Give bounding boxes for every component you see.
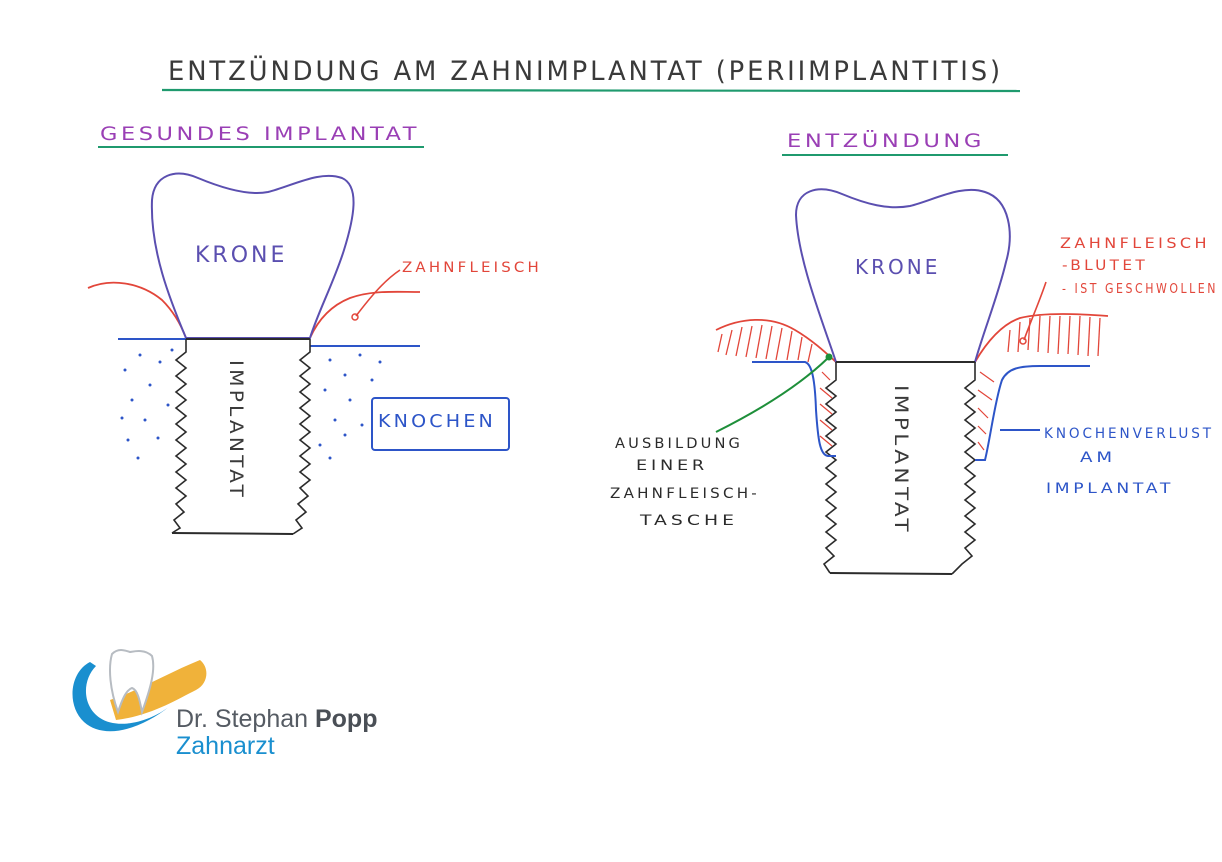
right-gum-note-3: - IST GESCHWOLLEN [1062, 282, 1218, 297]
right-implant-label: IMPLANTAT [890, 385, 912, 535]
right-pocket-note-3: ZAHNFLEISCH- [610, 486, 760, 502]
right-right-gum-outline [974, 313, 1109, 363]
left-bone-label-box [371, 397, 510, 451]
left-implant-right-thread [292, 339, 312, 535]
left-bone-dots [120, 348, 382, 460]
right-implant-left-thread [822, 362, 838, 574]
tooth-swoosh-icon [72, 649, 207, 732]
left-gum-label: ZAHNFLEISCH [402, 260, 542, 276]
right-gum-note-2: -BLUTET [1062, 258, 1148, 274]
right-pocket-hatch [819, 371, 995, 451]
right-pocket-pointer-dot [825, 353, 833, 361]
right-implant-right-thread [951, 362, 977, 575]
right-crown-label: KRONE [855, 255, 940, 279]
right-bone-line-right [975, 365, 1090, 461]
right-pocket-pointer [715, 357, 829, 433]
left-diagram: KRONE IMPLANTAT ZAHNFLEISCH KNOCHEN [87, 172, 542, 535]
right-bone-line-left [752, 361, 836, 457]
right-implant-bottom [829, 572, 953, 575]
logo-doctor-name: Dr. Stephan Popp [176, 705, 377, 733]
right-bone-loss-note-1: KNOCHENVERLUST [1044, 426, 1214, 442]
right-heading: ENTZÜNDUNG [787, 129, 985, 152]
left-gum-pointer [355, 269, 401, 317]
left-bone-line [118, 338, 420, 347]
right-gum-pointer-dot [1019, 337, 1027, 345]
right-bone-loss-note-2: AM [1080, 450, 1116, 466]
practice-logo: Dr. Stephan Popp Zahnarzt [72, 649, 377, 760]
page-title: ENTZÜNDUNG AM ZAHNIMPLANTAT (PERIIMPLANT… [168, 55, 1003, 87]
left-crown-label: KRONE [195, 243, 287, 268]
left-implant-label: IMPLANTAT [225, 360, 247, 500]
right-right-gum-hatch [1007, 315, 1101, 357]
left-gum-pointer-dot [351, 313, 359, 321]
left-heading: GESUNDES IMPLANTAT [100, 123, 420, 145]
logo-name-bold: Popp [315, 705, 378, 733]
right-left-gum-hatch [717, 324, 813, 363]
left-gum-line [87, 281, 187, 339]
right-gum-pointer [1023, 281, 1047, 341]
right-left-gum-outline [715, 318, 837, 363]
title-underline [161, 88, 1021, 93]
right-pocket-note-1: AUSBILDUNG [615, 436, 743, 452]
right-crown [794, 188, 1011, 363]
left-gum-line-right [309, 290, 421, 339]
left-implant-bottom [171, 532, 294, 535]
right-pocket-note-4: TASCHE [639, 513, 738, 529]
left-implant-left-thread [171, 339, 188, 534]
left-bone-label: KNOCHEN [378, 411, 496, 432]
logo-profession: Zahnarzt [176, 732, 275, 760]
right-gum-note-1: ZAHNFLEISCH [1060, 236, 1210, 252]
right-bone-loss-note-3: IMPLANTAT [1046, 481, 1174, 497]
logo-name-prefix: Dr. Stephan [176, 705, 315, 733]
right-pocket-note-2: EINER [636, 458, 708, 474]
left-crown [150, 172, 355, 339]
right-diagram: KRONE IMPLANTAT ZAHNFLEISCH -BLUTET - IS… [610, 188, 1218, 575]
